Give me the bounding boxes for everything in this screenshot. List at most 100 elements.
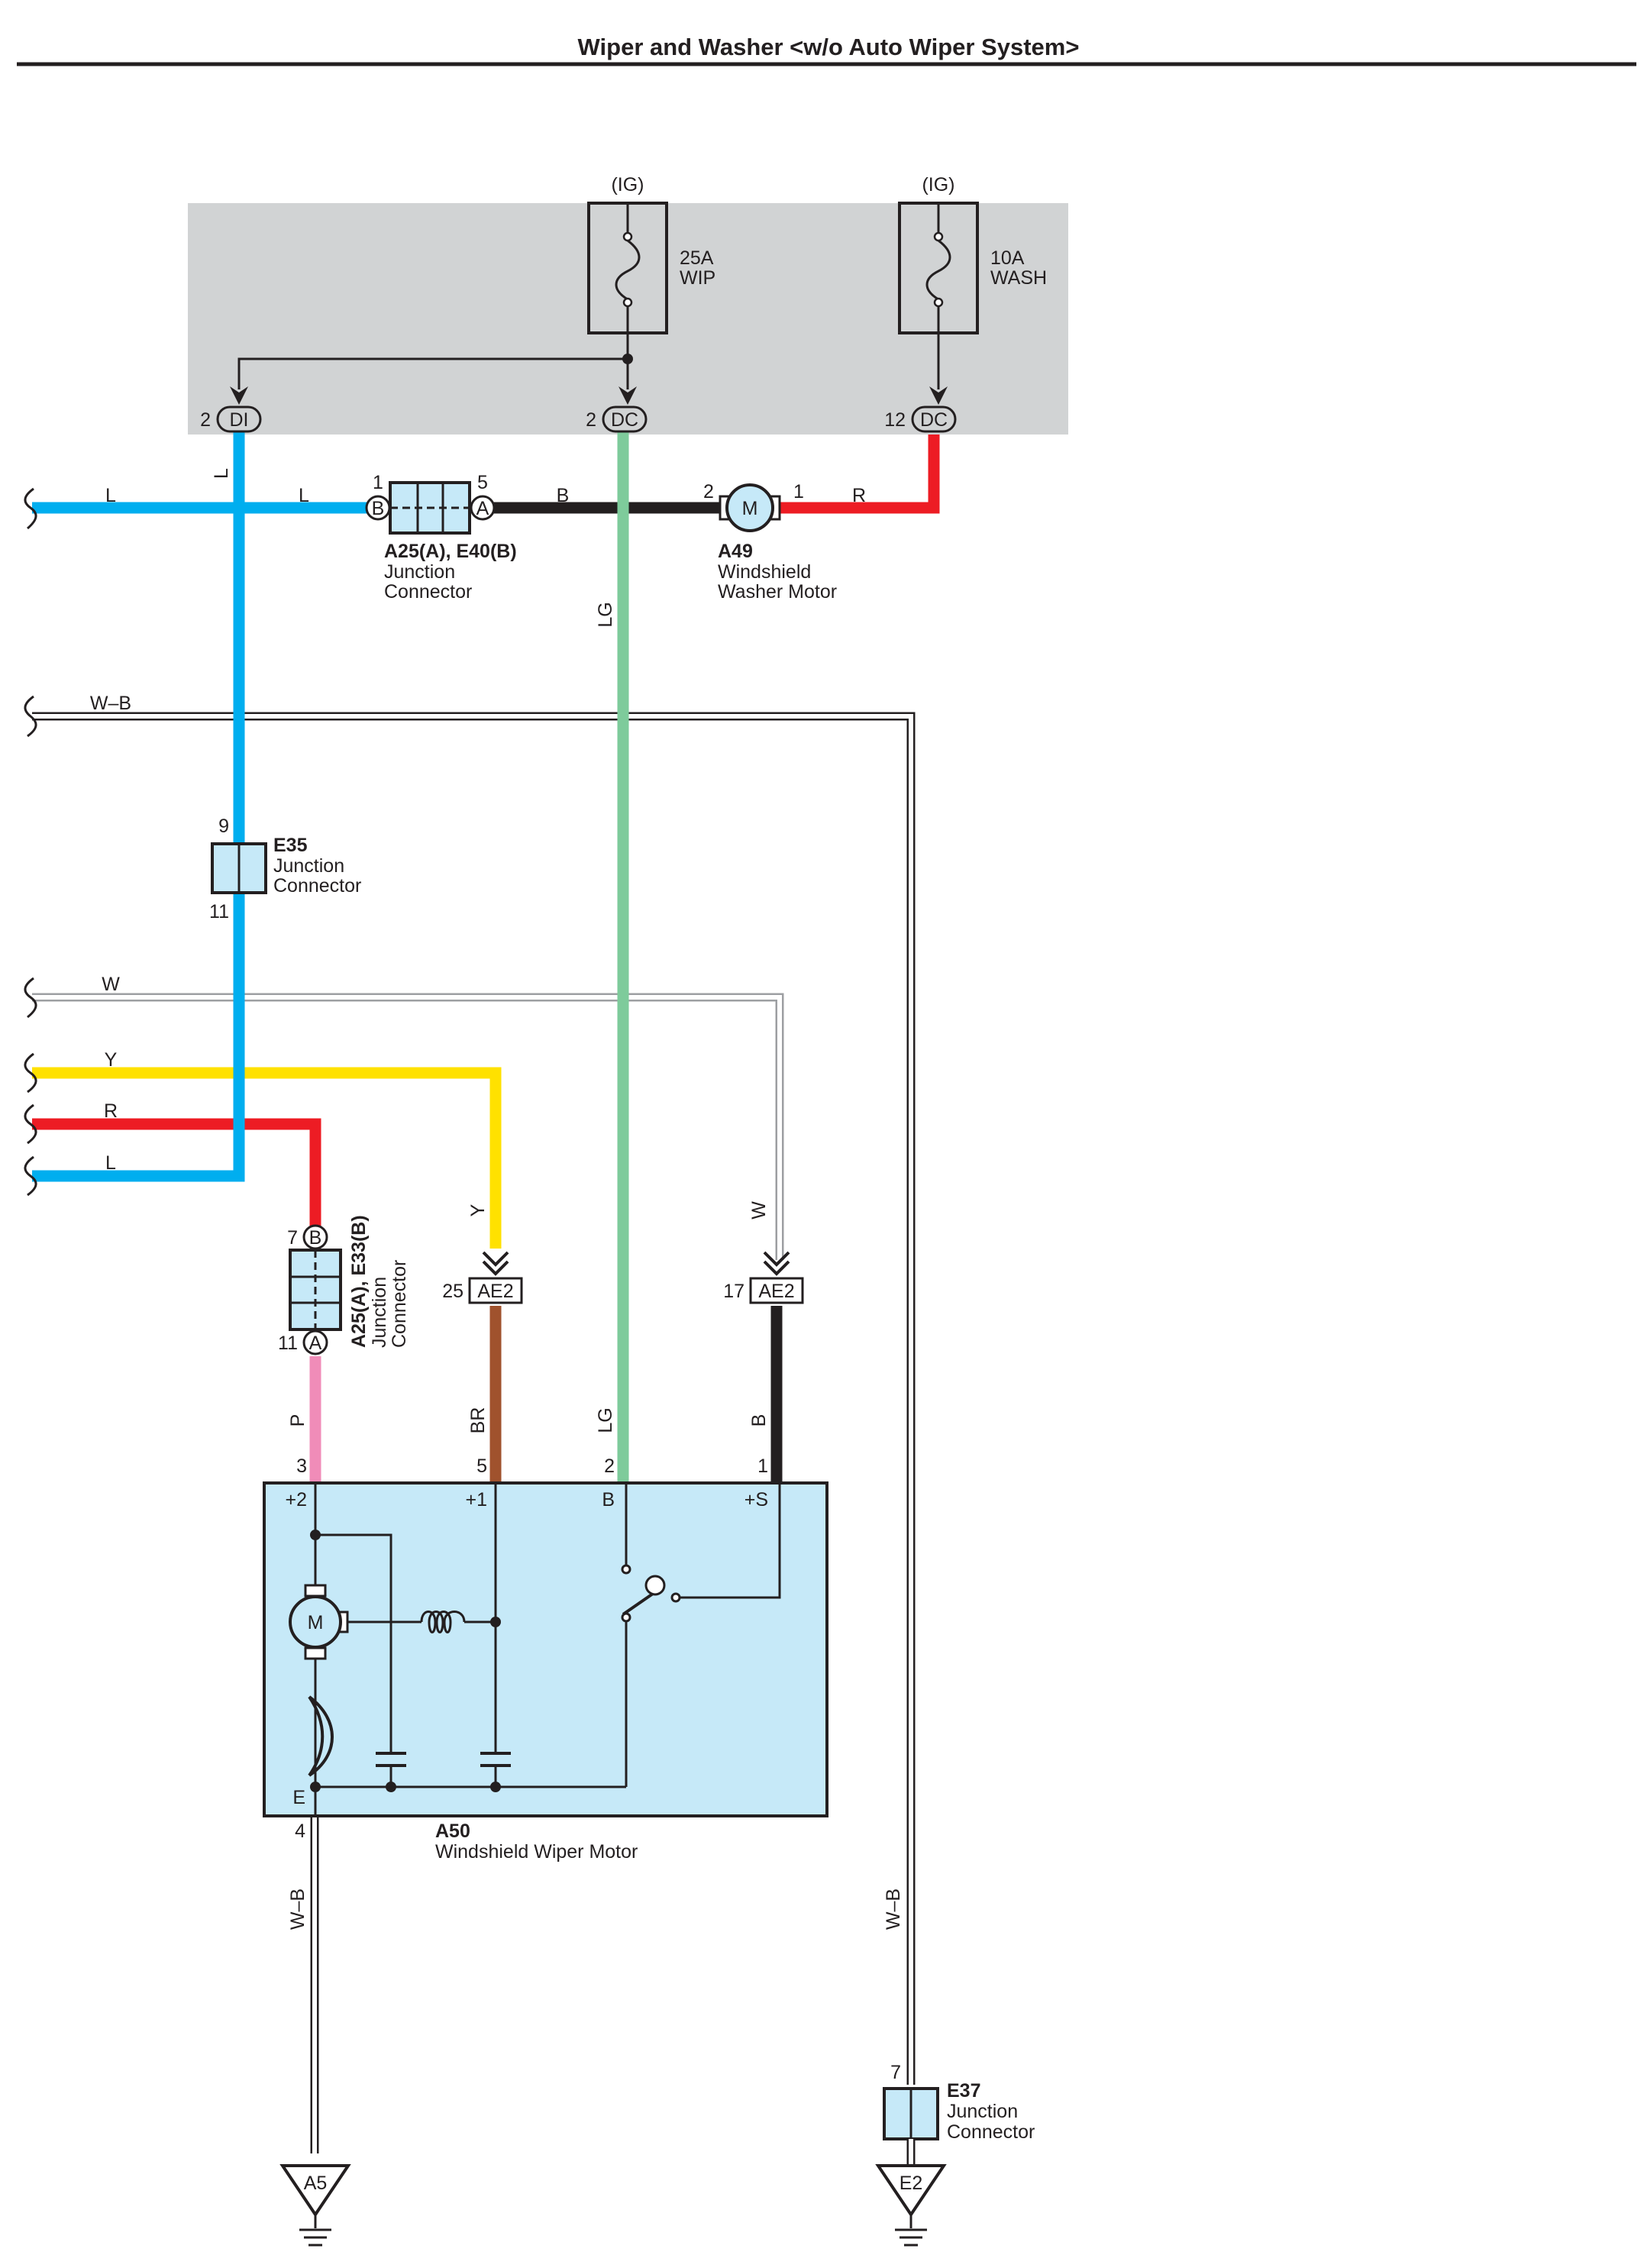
junction-e35-code: E35 xyxy=(273,835,308,856)
ground-a5: A5 xyxy=(279,2164,351,2247)
wiper-terminal-b: B xyxy=(602,1489,615,1510)
fuse-wash-contact-top xyxy=(933,231,944,242)
chevron-down-icon xyxy=(482,1260,509,1276)
fuse-wash-supply: (IG) xyxy=(922,174,954,195)
wiper-terminal-plus1: +1 xyxy=(465,1489,487,1510)
circuit-breaker-icon xyxy=(308,1695,334,1777)
junction-e35: 9 11 E35 Junction Connector xyxy=(209,816,361,922)
wire-label-l: L xyxy=(105,485,116,506)
wire-l-main xyxy=(32,429,245,1182)
fuse-wip: (IG) 25A WIP xyxy=(587,174,715,334)
wire-r-wiper xyxy=(32,1118,321,1229)
junction-a25-e40-line1: Junction xyxy=(384,561,455,583)
wiper-ground-pin: 4 xyxy=(295,1821,305,1842)
wire-y-path xyxy=(32,1067,502,1249)
fuse-wip-element-icon xyxy=(615,239,641,301)
wiper-pin-1: 1 xyxy=(757,1455,768,1477)
wire-label-l: L xyxy=(105,1152,116,1174)
fuse-wash-contact-bottom xyxy=(933,297,944,308)
connector-ae2-pin25-pin: 25 xyxy=(442,1281,463,1302)
junction-a25-e40: B A 1 5 A25(A), E40(B) Junction Connecto… xyxy=(365,472,517,603)
connector-ae2-pin25-code: AE2 xyxy=(477,1281,513,1302)
fuse-wip-contact-top xyxy=(622,231,633,242)
splice-dot xyxy=(490,1617,501,1627)
fuse-wash-element-icon xyxy=(925,239,951,301)
terminal-dc-wip-oval xyxy=(602,405,648,433)
arrow-down-icon xyxy=(929,386,948,405)
chevron-down-icon xyxy=(763,1251,790,1267)
fuse-wash-rating: 10A xyxy=(990,247,1025,269)
terminal-dc-wash-pin: 12 xyxy=(884,409,906,431)
wire-label-b: B xyxy=(557,485,570,506)
wire-break-icon xyxy=(24,487,37,530)
wiper-pin-5: 5 xyxy=(476,1455,487,1477)
connector-ae2-pin25: AE2 25 xyxy=(442,1251,523,1304)
terminal-dc-wip-code: DC xyxy=(611,409,638,431)
wire-break-marks xyxy=(24,487,37,1197)
junction-e37: 7 E37 Junction Connector xyxy=(883,2062,1035,2143)
terminal-dc-wip: DC 2 xyxy=(586,405,648,433)
wiper-motor-brush-top xyxy=(304,1584,327,1598)
wire-break-icon xyxy=(24,1103,37,1145)
chevron-down-icon xyxy=(482,1251,509,1267)
junction-a25-e40-letter-a-circle xyxy=(470,495,496,521)
fuse-wip-rating: 25A xyxy=(680,247,714,269)
junction-a25-e33-pin-bottom: 11 xyxy=(278,1333,298,1354)
junction-a25-e40-pin-right: 5 xyxy=(477,472,488,493)
wiper-motor-a50-body xyxy=(263,1481,828,1817)
ground-e2-code: E2 xyxy=(900,2173,923,2194)
junction-e37-line2: Connector xyxy=(947,2121,1035,2143)
wire-label-p: P xyxy=(287,1414,308,1427)
terminal-dc-wip-pin: 2 xyxy=(586,409,596,431)
washer-motor-a49-pin-right: 1 xyxy=(793,481,804,502)
wire-label-w: W xyxy=(748,1201,770,1220)
wire-label-b: B xyxy=(748,1414,770,1427)
wire-label-r: R xyxy=(104,1100,118,1122)
fuse-wip-name: WIP xyxy=(680,267,715,289)
junction-a25-e40-letter-a: A xyxy=(476,498,489,519)
coil-icon xyxy=(420,1611,466,1633)
junction-a25-e33: B A 7 11 A25(A), E33(B) Junction Connect… xyxy=(278,1215,410,1355)
wire-label-l: L xyxy=(211,468,232,479)
fuse-wip-contact-bottom xyxy=(622,297,633,308)
wire-label-wb: W–B xyxy=(883,1888,904,1930)
switch-contact-top xyxy=(621,1564,631,1575)
wiper-motor-a50: 3 5 2 1 +2 +1 B +S M xyxy=(263,1455,828,1863)
chevron-down-icon xyxy=(763,1260,790,1276)
wire-label-lg: LG xyxy=(595,602,616,627)
connector-ae2-pin17-pin: 17 xyxy=(723,1281,744,1302)
wire-wb-upper xyxy=(32,712,916,2085)
junction-a25-e33-letter-a-circle xyxy=(302,1329,328,1355)
diagram-title: Wiper and Washer <w/o Auto Wiper System> xyxy=(578,34,1080,60)
wiper-ground-terminal: E xyxy=(292,1787,305,1808)
junction-a25-e40-letter-b: B xyxy=(372,498,385,519)
wire-label-r: R xyxy=(852,485,866,506)
fuse-wash-name: WASH xyxy=(990,267,1047,289)
arrow-down-icon xyxy=(230,386,248,405)
wire-break-icon xyxy=(24,1155,37,1197)
wire-label-wb: W–B xyxy=(287,1888,308,1930)
terminal-dc-wash-code: DC xyxy=(920,409,948,431)
ground-a5-triangle xyxy=(279,2164,351,2218)
wiper-motor-a50-code: A50 xyxy=(435,1821,470,1842)
wire-label-l: L xyxy=(299,485,309,506)
capacitor-icon xyxy=(480,1752,511,1767)
wiper-motor-brush-bottom xyxy=(304,1646,327,1660)
terminal-di-oval xyxy=(216,405,262,433)
wiper-pin-2: 2 xyxy=(604,1455,615,1477)
junction-a25-e33-code: A25(A), E33(B) xyxy=(348,1215,370,1348)
junction-a25-e33-line2: Connector xyxy=(389,1260,410,1348)
connector-ae2-pin25-box xyxy=(468,1277,523,1304)
splice-dot xyxy=(310,1530,321,1540)
terminal-dc-wash-oval xyxy=(911,405,957,433)
junction-e35-pin-bottom: 11 xyxy=(209,901,229,922)
wire-label-w: W xyxy=(102,974,120,995)
wire-w-core xyxy=(32,995,782,1260)
capacitor-icon xyxy=(376,1752,406,1767)
terminal-di-pin: 2 xyxy=(200,409,211,431)
wire-break-icon xyxy=(24,977,37,1019)
wiper-terminal-plus2: +2 xyxy=(285,1489,307,1510)
ground-e2: E2 xyxy=(875,2164,947,2247)
splice-dot xyxy=(386,1782,396,1792)
junction-a25-e33-letter-a: A xyxy=(309,1333,322,1354)
